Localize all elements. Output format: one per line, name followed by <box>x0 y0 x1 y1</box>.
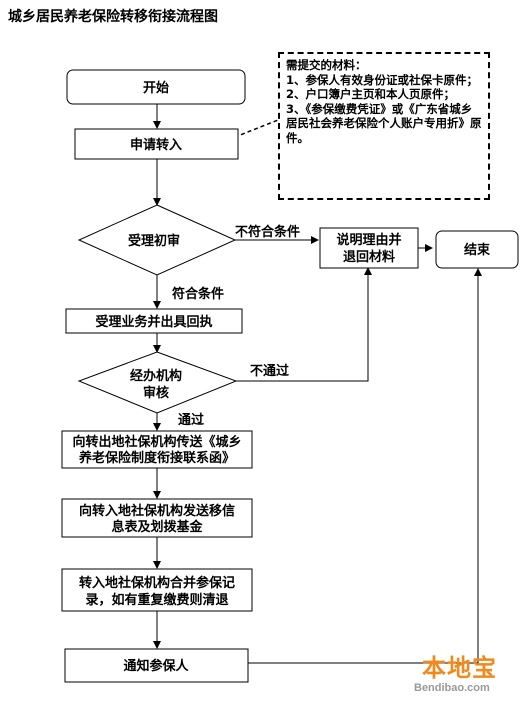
callout-line <box>214 119 279 146</box>
start-node <box>66 69 246 105</box>
send-letter-node <box>61 430 253 469</box>
explain-return-node <box>319 227 419 269</box>
accept-receipt-label: 受理业务并出具回执 <box>95 314 212 330</box>
apply-node <box>74 128 239 160</box>
merge-records-node <box>61 568 253 612</box>
send-info-label-2: 息表及划拨基金 <box>111 519 203 535</box>
send-letter-label-1: 向转出地社保机构传送《城乡 <box>72 434 241 450</box>
send-letter-label-2: 养老保险制度衔接联系函》 <box>78 450 235 466</box>
materials-item-2: 2、户口簿户主页和本人页原件； <box>286 87 455 101</box>
end-node <box>435 230 519 269</box>
edge-label-passed: 通过 <box>178 412 204 428</box>
notify-node <box>64 648 249 683</box>
connectors <box>153 104 482 664</box>
send-info-label-1: 向转入地社保机构发送移信 <box>79 503 235 519</box>
agency-review-decision <box>77 351 238 414</box>
edge-label-not-qualified: 不符合条件 <box>235 224 300 240</box>
edge-label-not-passed: 不通过 <box>250 363 289 379</box>
end-label: 结束 <box>464 242 491 258</box>
edge-agency-explain <box>236 267 372 382</box>
start-label: 开始 <box>143 80 169 96</box>
apply-label: 申请转入 <box>130 137 182 153</box>
initial-review-decision <box>77 204 237 276</box>
initial-review-label: 受理初审 <box>128 233 180 249</box>
accept-receipt-node <box>65 308 243 334</box>
materials-item-3: 3、《参保缴费凭证》或《广东省城乡居民社会养老保险个人账户专用折》原件。 <box>286 101 482 145</box>
explain-return-label-2: 退回材料 <box>343 249 395 265</box>
agency-review-label-2: 审核 <box>143 385 169 401</box>
materials-note: 需提交的材料： 1、参保人有效身份证或社保卡原件； 2、户口簿户主页和本人页原件… <box>278 52 490 200</box>
edge-notify-end <box>248 268 482 664</box>
send-info-node <box>61 498 253 538</box>
watermark-logo: 本地宝 <box>422 654 497 682</box>
edge-label-qualified: 符合条件 <box>172 286 224 302</box>
merge-records-label-2: 录，如有重复缴费则清退 <box>85 592 228 608</box>
materials-heading: 需提交的材料： <box>286 58 367 72</box>
notify-label: 通知参保人 <box>123 658 189 674</box>
explain-return-label-1: 说明理由并 <box>336 232 401 248</box>
agency-review-label-1: 经办机构 <box>130 368 182 384</box>
merge-records-label-1: 转入地社保机构合并参保记 <box>79 575 235 591</box>
watermark-url: Bendibao.com <box>414 682 490 694</box>
watermark: 本地宝 Bendibao.com <box>412 648 518 702</box>
materials-item-1: 1、参保人有效身份证或社保卡原件； <box>286 72 478 87</box>
page-title: 城乡居民养老保险转移衔接流程图 <box>8 9 218 25</box>
